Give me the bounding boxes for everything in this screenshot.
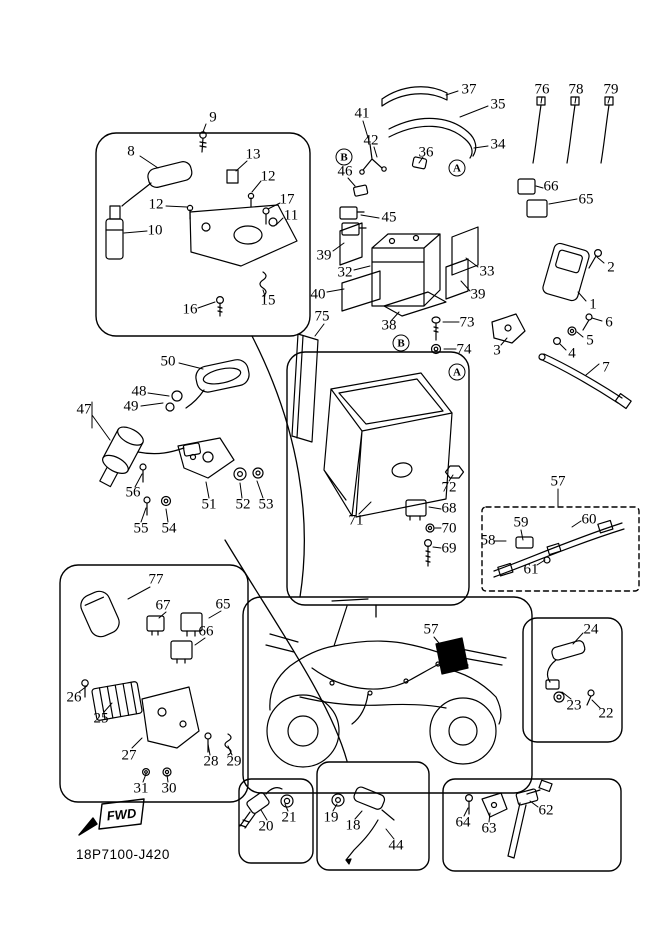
diagram-code: 18P7100-J420 (76, 847, 170, 862)
group-panels (59, 132, 640, 872)
battery-group-sketch (291, 86, 479, 443)
fwd-arrow-icon (78, 817, 98, 836)
fwd-flag (78, 798, 145, 836)
battery-box-sketch (323, 372, 465, 567)
main-switch-sketch (99, 359, 264, 516)
leader-curves (224, 335, 377, 762)
dashed-detail-box (481, 506, 640, 592)
relays-cdi-harness-sketch (491, 96, 632, 410)
bottom-switch-sketches (239, 779, 553, 865)
sensor-group-sketch (545, 640, 595, 706)
leader-lines (78, 90, 611, 840)
fwd-label: FWD (106, 805, 138, 823)
ignition-coil-group-sketch (105, 131, 298, 317)
wire-harness-patch (435, 637, 469, 675)
sub-lead-wire-sketch (493, 519, 625, 578)
atv-sketch (265, 598, 507, 768)
regulator-group-sketch (80, 590, 232, 777)
